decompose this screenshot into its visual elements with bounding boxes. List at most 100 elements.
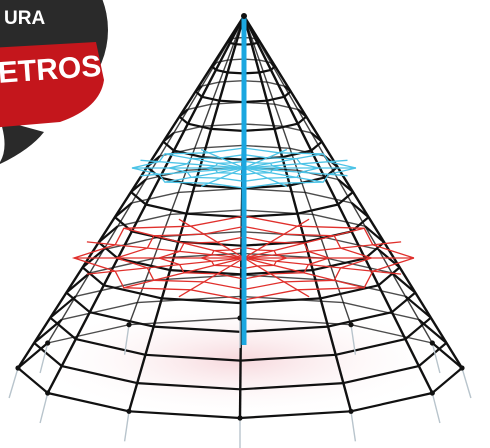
net-ring-segment xyxy=(242,123,283,127)
net-ring-segment xyxy=(289,176,325,187)
net-ring-segment xyxy=(297,108,308,118)
inner-net-spoke xyxy=(243,257,402,275)
net-ring-segment xyxy=(431,367,463,394)
net-ring-segment xyxy=(162,131,175,143)
net-ring-segment xyxy=(242,184,290,190)
base-node xyxy=(429,340,435,346)
net-ring-segment xyxy=(243,99,267,104)
base-node xyxy=(348,322,354,328)
net-ring-segment xyxy=(145,169,187,181)
net-ring-segment xyxy=(350,216,370,233)
base-node xyxy=(45,390,51,396)
anchor-rope xyxy=(431,342,441,374)
net-ring-segment xyxy=(186,212,243,219)
inner-net-spoke xyxy=(243,227,365,259)
net-ring-segment xyxy=(240,325,329,333)
net-ring-segment xyxy=(131,191,179,204)
net-ring-segment xyxy=(310,131,323,143)
inner-net-spoke xyxy=(200,167,245,188)
net-ring-segment xyxy=(202,123,243,127)
net-ring-segment xyxy=(130,191,147,206)
net-ring-segment xyxy=(81,266,105,287)
net-ring-segment xyxy=(229,41,237,46)
inner-net-spoke xyxy=(243,153,324,169)
net-ring-segment xyxy=(130,178,147,193)
inner-net-spoke xyxy=(243,257,365,289)
net-ring-segment xyxy=(241,297,321,305)
net-ring-segment xyxy=(327,311,393,328)
net-ring-segment xyxy=(215,68,228,74)
net-ring-segment xyxy=(259,68,272,74)
net-ring-segment xyxy=(241,269,313,276)
net-ring-segment xyxy=(97,241,119,260)
net-ring-segment xyxy=(128,410,241,420)
inner-net-spoke xyxy=(140,159,245,169)
net-ring-segment xyxy=(239,410,352,420)
promo-badge: URA ETROS xyxy=(0,0,108,165)
net-ring-segment xyxy=(187,122,212,130)
anchor-rope xyxy=(350,324,357,355)
net-ring-segment xyxy=(201,81,220,87)
net-ring-segment xyxy=(219,80,244,83)
badge-red-band xyxy=(0,42,104,128)
net-ring-segment xyxy=(194,85,203,93)
net-ring-segment xyxy=(187,103,212,111)
net-ring-segment xyxy=(266,81,285,87)
net-ring-segment xyxy=(89,257,154,274)
net-ring-segment xyxy=(242,144,290,149)
inner-net-spoke xyxy=(243,241,402,259)
apex-cap xyxy=(241,13,247,19)
net-ring-segment xyxy=(350,202,370,218)
net-ring-segment xyxy=(304,191,352,204)
net-ring-segment xyxy=(274,103,298,111)
net-ring-segment xyxy=(364,241,385,260)
inner-net-spoke xyxy=(200,148,245,169)
base-node xyxy=(45,340,51,346)
net-ring-segment xyxy=(49,295,77,319)
base-node xyxy=(15,365,21,371)
net-ring-segment xyxy=(211,127,243,132)
net-ring-segment xyxy=(327,257,393,274)
inner-net-spoke xyxy=(243,218,310,259)
net-ring-segment xyxy=(49,316,77,340)
net-ring-segment xyxy=(194,90,203,98)
inner-net-spoke xyxy=(243,167,288,188)
anchor-rope xyxy=(350,411,357,442)
net-ring-segment xyxy=(17,367,49,394)
net-ring-segment xyxy=(391,291,417,314)
net-ring-segment xyxy=(343,365,420,385)
net-ring-segment xyxy=(128,317,241,326)
net-ring-segment xyxy=(404,295,432,319)
net-ring-segment xyxy=(283,90,292,98)
net-ring-segment xyxy=(145,353,241,362)
inner-net-spoke xyxy=(86,257,245,275)
net-rings-front xyxy=(17,38,463,420)
net-ring-segment xyxy=(256,40,261,44)
net-ring-segment xyxy=(47,324,130,344)
net-ring-segment xyxy=(153,325,241,333)
net-ring-segment xyxy=(173,125,204,134)
net-ring-segment xyxy=(219,99,244,104)
net-ring-segment xyxy=(145,203,187,215)
net-ring-segment xyxy=(350,391,433,413)
inner-net-spoke xyxy=(178,257,245,298)
net-ring-segment xyxy=(114,202,133,218)
net-ring-segment xyxy=(89,311,154,328)
base-node xyxy=(459,365,465,371)
net-ring-segment xyxy=(240,382,344,391)
inner-net-spoke xyxy=(164,153,245,169)
net-ring-segment xyxy=(241,212,298,219)
net-ring-segment xyxy=(215,59,228,64)
net-ring-segment xyxy=(281,149,312,159)
net-ring-segment xyxy=(297,203,339,215)
net-ring-segment xyxy=(312,213,366,227)
inner-net-spoke xyxy=(243,148,288,169)
net-ring-segment xyxy=(391,272,417,294)
net-ring-segment xyxy=(343,301,419,321)
inner-net-spoke xyxy=(123,227,245,259)
inner-net-spoke xyxy=(243,167,348,177)
anchor-rope xyxy=(39,392,49,424)
net-ring-segment xyxy=(259,59,272,64)
net-ring-segment xyxy=(418,318,448,344)
